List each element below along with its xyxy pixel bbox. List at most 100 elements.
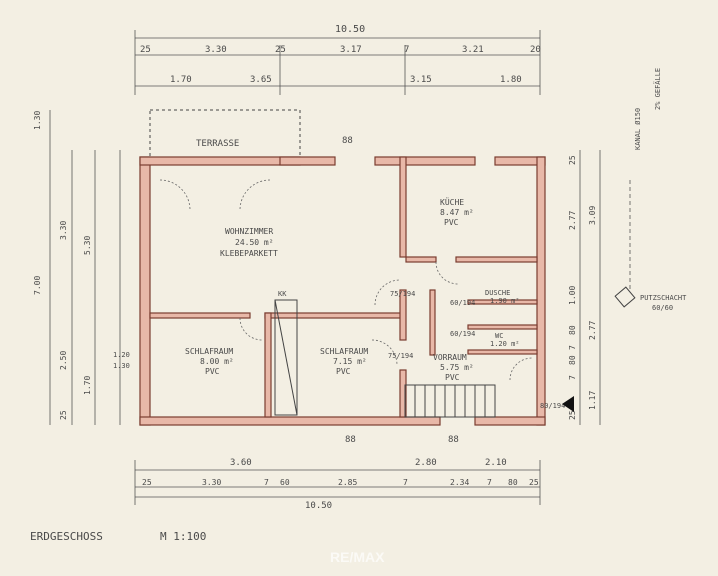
- right-dim-8: 80: [568, 355, 577, 365]
- gefaelle-label: 2% GEFÄLLE: [653, 68, 662, 110]
- bedroom2-area: 7.15 m²: [333, 357, 367, 366]
- top-dim-6: 3.21: [462, 45, 484, 55]
- staircase: [404, 384, 496, 418]
- right-dimension-lines: [579, 150, 601, 425]
- bottom-dimension-lines: [134, 460, 541, 505]
- bedroom2-name: SCHLAFRAUM: [320, 347, 368, 356]
- bedroom1-area: 8.00 m²: [200, 357, 234, 366]
- door-arc-terrace-right: [239, 179, 271, 211]
- top-dim-7: 20: [530, 45, 541, 55]
- kitchen-floor: PVC: [444, 218, 459, 227]
- bottom-dim-row2-8: 7: [487, 478, 492, 487]
- door-label-1: 75/194: [390, 290, 415, 298]
- right-dim-1: 25: [568, 155, 577, 165]
- top-dim-row2-4: 1.80: [500, 75, 522, 85]
- bedroom1-name: SCHLAFRAUM: [185, 347, 233, 356]
- right-dim-5: 2.77: [588, 321, 597, 340]
- door-label-2: 60/194: [450, 299, 475, 307]
- door-arc-living: [374, 279, 401, 306]
- top-dim-4: 3.17: [340, 45, 362, 55]
- entrance-arrow-icon: [562, 396, 574, 412]
- top-dim-1: 25: [140, 45, 151, 55]
- living-area: 24.50 m²: [235, 238, 274, 247]
- kk-label: KK: [278, 290, 287, 298]
- plan-scale: M 1:100: [160, 530, 206, 543]
- door-arc-entrance: [509, 357, 533, 381]
- exterior-walls: [139, 156, 546, 426]
- left-dim-1: 1.30: [33, 111, 42, 130]
- left-dimension-lines: [49, 110, 121, 425]
- left-dim-3: 5.30: [83, 236, 92, 255]
- bottom-overall-dim: 10.50: [305, 501, 332, 511]
- top-dim-row2-3: 3.15: [410, 75, 432, 85]
- putzschacht-size: 60/60: [652, 304, 673, 312]
- left-dim-5: 2.50: [59, 351, 68, 370]
- right-dim-2: 2.77: [568, 211, 577, 230]
- bedroom1-floor: PVC: [205, 367, 220, 376]
- door-arc-terrace-left: [159, 179, 191, 211]
- terrace-outline: [149, 109, 301, 161]
- bottom-dim-1: 3.60: [230, 458, 252, 468]
- remax-watermark: RE/MAX: [330, 549, 385, 565]
- wc-name: WC: [495, 332, 503, 340]
- hall-floor: PVC: [445, 373, 460, 382]
- top-dim-row2-2: 3.65: [250, 75, 272, 85]
- living-floor: KLEBEPARKETT: [220, 249, 278, 258]
- putzschacht-label: PUTZSCHACHT: [640, 294, 687, 302]
- top-dimension-lines: [134, 30, 541, 95]
- left-dim-9: 25: [59, 410, 68, 420]
- right-dim-9: 7: [568, 375, 577, 380]
- door-label-8: 88: [448, 435, 459, 445]
- door-label-7: 88: [345, 435, 356, 445]
- door-label-3: 75/194: [388, 352, 413, 360]
- right-dim-10: 25: [568, 410, 577, 420]
- inspection-shaft: [614, 286, 636, 308]
- right-dim-4: 1.00: [568, 286, 577, 305]
- wc-area: 1.20 m²: [490, 340, 520, 348]
- door-arc-kitchen: [435, 261, 459, 285]
- bottom-dim-row2-6: 7: [403, 478, 408, 487]
- bottom-dim-2: 2.80: [415, 458, 437, 468]
- right-dim-3: 3.09: [588, 206, 597, 225]
- bottom-dim-row2-5: 2.85: [338, 478, 357, 487]
- hall-area: 5.75 m²: [440, 363, 474, 372]
- top-dim-5: 7: [404, 45, 409, 55]
- hall-name: VORRAUM: [433, 353, 467, 362]
- bottom-dim-row2-7: 2.34: [450, 478, 469, 487]
- top-dim-3: 25: [275, 45, 286, 55]
- shower-area: 1.90 m²: [490, 297, 520, 305]
- door-label-4: 80/194: [540, 402, 565, 410]
- bottom-dim-row2-1: 25: [142, 478, 152, 487]
- bottom-dim-row2-9: 80: [508, 478, 518, 487]
- bottom-dim-row2-3: 7: [264, 478, 269, 487]
- door-arc-bedroom1: [239, 317, 263, 341]
- kanal-label: KANAL Ø150: [634, 108, 642, 150]
- bottom-dim-3: 2.10: [485, 458, 507, 468]
- left-dim-8: 1.70: [83, 376, 92, 395]
- kitchen-area: 8.47 m²: [440, 208, 474, 217]
- left-dim-6: 1.20: [113, 351, 130, 359]
- door-arc-bedroom2: [371, 339, 398, 366]
- top-overall-dim: 10.50: [335, 24, 365, 35]
- left-dim-7: 1.30: [113, 362, 130, 370]
- bottom-dim-row2-10: 25: [529, 478, 539, 487]
- kitchen-name: KÜCHE: [440, 197, 464, 207]
- plan-title: ERDGESCHOSS: [30, 530, 103, 543]
- top-dim-2: 3.30: [205, 45, 227, 55]
- bottom-dim-row2-4: 60: [280, 478, 290, 487]
- right-dim-7: 7: [568, 345, 577, 350]
- door-label-6: 88: [342, 136, 353, 146]
- living-name: WOHNZIMMER: [225, 227, 273, 236]
- right-dim-6: 80: [568, 325, 577, 335]
- left-dim-4: 3.30: [59, 221, 68, 240]
- door-label-5: 60/194: [450, 330, 475, 338]
- left-dim-2: 7.00: [33, 276, 42, 295]
- right-dim-11: 1.17: [588, 391, 597, 410]
- top-dim-row2-1: 1.70: [170, 75, 192, 85]
- chimney: [274, 299, 298, 416]
- interior-walls: [149, 156, 538, 418]
- shower-name: DUSCHE: [485, 289, 510, 297]
- bottom-dim-row2-2: 3.30: [202, 478, 221, 487]
- bedroom2-floor: PVC: [336, 367, 351, 376]
